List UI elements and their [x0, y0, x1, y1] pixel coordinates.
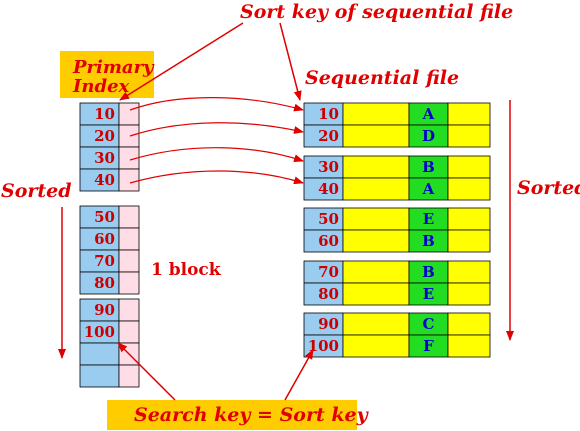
record-key-text: 60	[318, 232, 339, 250]
index-pointer-cell	[118, 124, 140, 148]
record-value-text: E	[423, 285, 434, 303]
record-value-text: C	[423, 315, 435, 333]
record-field-cell	[342, 229, 410, 253]
index-pointer-cell	[118, 249, 140, 273]
index-pointer-cell	[118, 205, 140, 229]
record-field-cell	[342, 207, 410, 231]
record-value-text: B	[422, 232, 435, 250]
index-key-text: 30	[94, 149, 115, 167]
search-key-label: Search key = Sort key	[134, 404, 370, 426]
index-pointer-cell	[118, 320, 140, 344]
index-key-cell	[79, 342, 120, 366]
record-value-text: D	[422, 127, 435, 145]
index-pointer-cell	[118, 227, 140, 251]
record-field-cell	[447, 102, 491, 126]
sort-key-title: Sort key of sequential file	[240, 1, 513, 23]
primary-index-label-box	[60, 51, 154, 98]
index-key-text: 70	[94, 252, 115, 270]
primary-index-label-line1: Primary	[72, 57, 155, 78]
record-field-cell	[342, 102, 410, 126]
primary-index-label-line2: Index	[72, 76, 130, 97]
record-value-text: E	[423, 210, 434, 228]
record-field-cell	[447, 124, 491, 148]
record-field-cell	[447, 334, 491, 358]
record-field-cell	[447, 312, 491, 336]
index-key-cell	[79, 364, 120, 388]
index-key-text: 100	[84, 323, 115, 341]
record-value-text: F	[423, 337, 434, 355]
pointer-arrow-10	[129, 97, 304, 112]
pointer-arrow-40	[129, 170, 304, 185]
index-key-text: 10	[94, 105, 115, 123]
record-field-cell	[447, 229, 491, 253]
record-field-cell	[447, 282, 491, 306]
record-field-cell	[447, 177, 491, 201]
record-field-cell	[342, 177, 410, 201]
record-field-cell	[342, 155, 410, 179]
search-key-label-box	[107, 400, 357, 430]
record-field-cell	[342, 260, 410, 284]
title-arrow-to-index	[119, 22, 244, 101]
record-value-text: A	[422, 105, 435, 123]
sequential-file-label: Sequential file	[305, 67, 459, 89]
record-field-cell	[342, 282, 410, 306]
index-pointer-cell	[118, 364, 140, 388]
record-value-text: B	[422, 158, 435, 176]
record-key-text: 90	[318, 315, 339, 333]
index-pointer-cell	[118, 271, 140, 295]
record-value-text: B	[422, 263, 435, 281]
index-pointer-cell	[118, 102, 140, 126]
index-key-text: 80	[94, 274, 115, 292]
record-field-cell	[342, 334, 410, 358]
record-key-text: 40	[318, 180, 339, 198]
index-key-text: 20	[94, 127, 115, 145]
record-field-cell	[447, 260, 491, 284]
record-key-text: 70	[318, 263, 339, 281]
record-field-cell	[342, 312, 410, 336]
sorted-label-left: Sorted	[1, 180, 72, 202]
record-key-text: 100	[308, 337, 339, 355]
search-key-arrow-to-index	[117, 342, 176, 401]
index-key-text: 50	[94, 208, 115, 226]
index-pointer-cell	[118, 168, 140, 192]
search-key-arrow-to-seq	[284, 349, 314, 401]
index-key-text: 60	[94, 230, 115, 248]
record-field-cell	[447, 207, 491, 231]
record-key-text: 20	[318, 127, 339, 145]
index-key-text: 40	[94, 171, 115, 189]
record-key-text: 50	[318, 210, 339, 228]
record-value-text: A	[422, 180, 435, 198]
record-key-text: 10	[318, 105, 339, 123]
title-arrow-to-seq	[279, 22, 302, 101]
sorted-label-right: Sorted	[517, 177, 580, 199]
index-key-text: 90	[94, 301, 115, 319]
index-pointer-cell	[118, 298, 140, 322]
record-key-text: 30	[318, 158, 339, 176]
record-field-cell	[342, 124, 410, 148]
pointer-arrow-20	[129, 122, 304, 137]
record-key-text: 80	[318, 285, 339, 303]
record-field-cell	[447, 155, 491, 179]
one-block-label: 1 block	[151, 260, 222, 280]
pointer-arrow-30	[129, 147, 304, 162]
primary-index-blocks: 10 20 30 40 50 60 70 80 90 100	[79, 102, 140, 388]
